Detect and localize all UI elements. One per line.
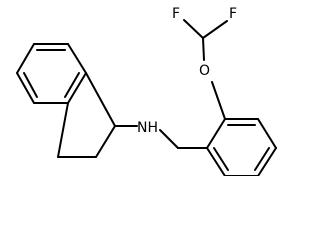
bond <box>67 72 87 104</box>
bond <box>206 147 226 176</box>
molecule-structure-diagram: NH O F F <box>16 6 277 176</box>
bond <box>57 102 69 158</box>
double-bond-inner <box>213 147 229 171</box>
difluoromethoxy-group <box>183 19 228 120</box>
bond <box>16 43 35 74</box>
ether-oxygen-label: O <box>199 63 210 79</box>
amine-nitrogen-label: NH <box>137 120 158 136</box>
bond <box>67 43 87 74</box>
bond <box>85 72 116 127</box>
bond <box>183 19 204 39</box>
double-bond-inner <box>23 72 38 98</box>
bond <box>257 147 277 176</box>
bond <box>211 81 226 120</box>
fluorine-left-label: F <box>172 6 180 22</box>
bond <box>159 129 179 149</box>
indane-benzene-ring <box>16 43 87 104</box>
bond <box>16 72 35 104</box>
benzyl-benzene-ring <box>206 118 277 176</box>
bond <box>202 20 228 39</box>
double-bond-inner <box>64 72 80 98</box>
bond <box>206 118 226 149</box>
bond <box>202 37 205 61</box>
bond <box>95 125 116 158</box>
bond <box>257 118 277 149</box>
indane-cyclopentane-ring <box>57 72 116 158</box>
amine-linker <box>114 125 208 149</box>
double-bond-inner <box>254 147 270 171</box>
fluorine-right-label: F <box>229 6 237 22</box>
